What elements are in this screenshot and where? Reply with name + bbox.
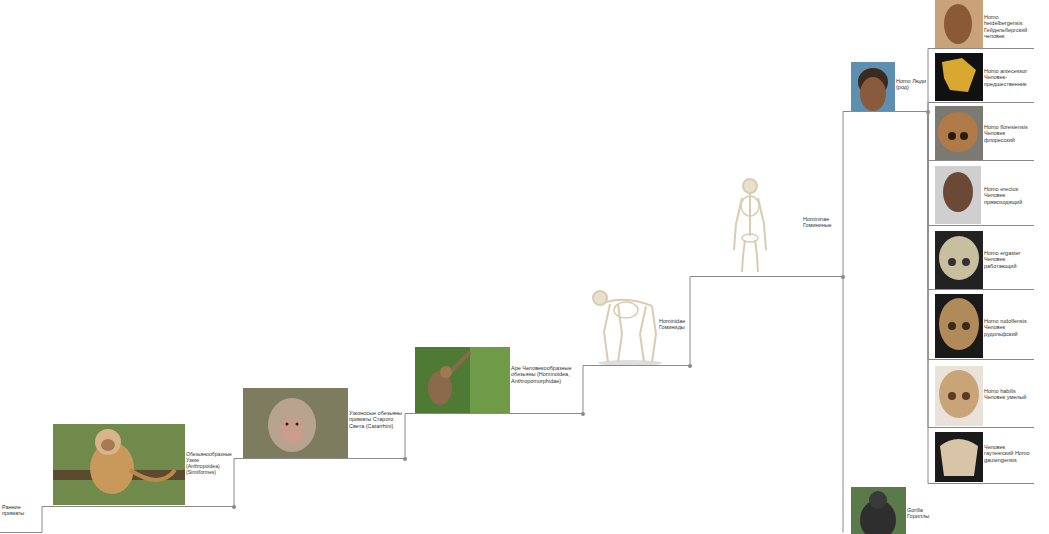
taxon-node: Узконосые обезьяны приматы Старого Света…	[234, 388, 405, 459]
species-photo	[935, 0, 983, 48]
taxon-node: Homo rudolfensis Человек рудольфский	[928, 292, 1034, 360]
branch-line	[843, 112, 1034, 360]
taxon-label: Человек гаутенгский Homo gautengensis	[984, 444, 1034, 463]
branch-line	[583, 277, 690, 366]
taxon-node: Ранние приматы	[0, 500, 42, 533]
gorilla-photo	[851, 487, 906, 534]
taxon-label: Gorilla Гориллы	[907, 507, 929, 520]
taxon-label: Homo habilis Человек умелый	[984, 388, 1034, 401]
species-photo	[935, 231, 983, 289]
junction-dot	[232, 110, 930, 509]
taxon-node: Homo antecessor Человек-предшественник	[928, 52, 1034, 103]
taxon-label: Homo rudolfensis Человек рудольфский	[984, 318, 1034, 337]
macaque-photo	[243, 388, 348, 458]
taxon-node: Homo heidelbergensis Гейдельбергский чел…	[928, 0, 1034, 49]
taxon-label: Homininae Гомининые	[803, 216, 841, 229]
branch-line	[405, 366, 583, 414]
taxon-node: Обезьянообразные Узкие (Anthropoidea) (S…	[42, 424, 234, 507]
branch-line	[843, 112, 1034, 226]
taxon-node: Homininae Гомининые	[690, 176, 843, 277]
taxon-label: Hominidae Гоминиды	[659, 318, 689, 331]
taxon-label: Homo floresiensis Человек флоресский	[984, 124, 1034, 143]
species-photo	[935, 106, 983, 160]
taxon-node: Ape Человекообразные обезьяны (Hominoide…	[405, 347, 583, 414]
taxon-node: Gorilla Гориллы	[843, 487, 930, 533]
taxon-node: Homo Люди (род)	[843, 62, 928, 112]
taxon-label: Homo heidelbergensis Гейдельбергский чел…	[984, 14, 1034, 39]
taxon-label: Ранние приматы	[2, 504, 40, 517]
species-photo	[935, 366, 983, 426]
skeleton-figure	[593, 291, 662, 366]
taxon-label: Homo Люди (род)	[896, 78, 928, 91]
taxon-node: Hominidae Гоминиды	[583, 288, 690, 366]
branch-line	[843, 112, 1034, 428]
species-photo	[935, 294, 983, 358]
taxon-label: Обезьянообразные Узкие (Anthropoidea) (S…	[186, 452, 232, 475]
skeleton-figure	[734, 179, 766, 272]
taxon-node: Человек гаутенгский Homo gautengensis	[928, 430, 1034, 484]
taxon-node: Homo erectus Человек прямоходящий	[928, 164, 1034, 226]
species-photo	[935, 432, 983, 482]
branch-line	[690, 112, 843, 277]
branch-line	[843, 103, 1034, 112]
capuchin-photo	[53, 424, 185, 505]
homo-photo	[851, 62, 895, 112]
species-photo	[935, 166, 981, 224]
taxon-label: Узконосые обезьяны приматы Старого Света…	[349, 410, 403, 429]
branch-line	[690, 277, 843, 533]
taxon-node: Homo habilis Человек умелый	[928, 364, 1034, 428]
taxon-node: Homo floresiensis Человек флоресский	[928, 104, 1034, 161]
branch-line	[843, 49, 1034, 112]
species-photo	[935, 53, 983, 101]
taxon-label: Homo ergaster Человек работающий	[984, 250, 1034, 269]
taxon-label: Ape Человекообразные обезьяны (Hominoide…	[511, 365, 581, 384]
branch-line	[843, 112, 1034, 484]
branch-line	[843, 112, 1034, 161]
branch-line	[843, 112, 1034, 290]
taxon-label: Homo antecessor Человек-предшественник	[984, 68, 1034, 87]
gibbon-photo	[415, 347, 510, 413]
taxon-node: Homo ergaster Человек работающий	[928, 228, 1034, 290]
taxon-label: Homo erectus Человек прямоходящий	[984, 186, 1034, 205]
